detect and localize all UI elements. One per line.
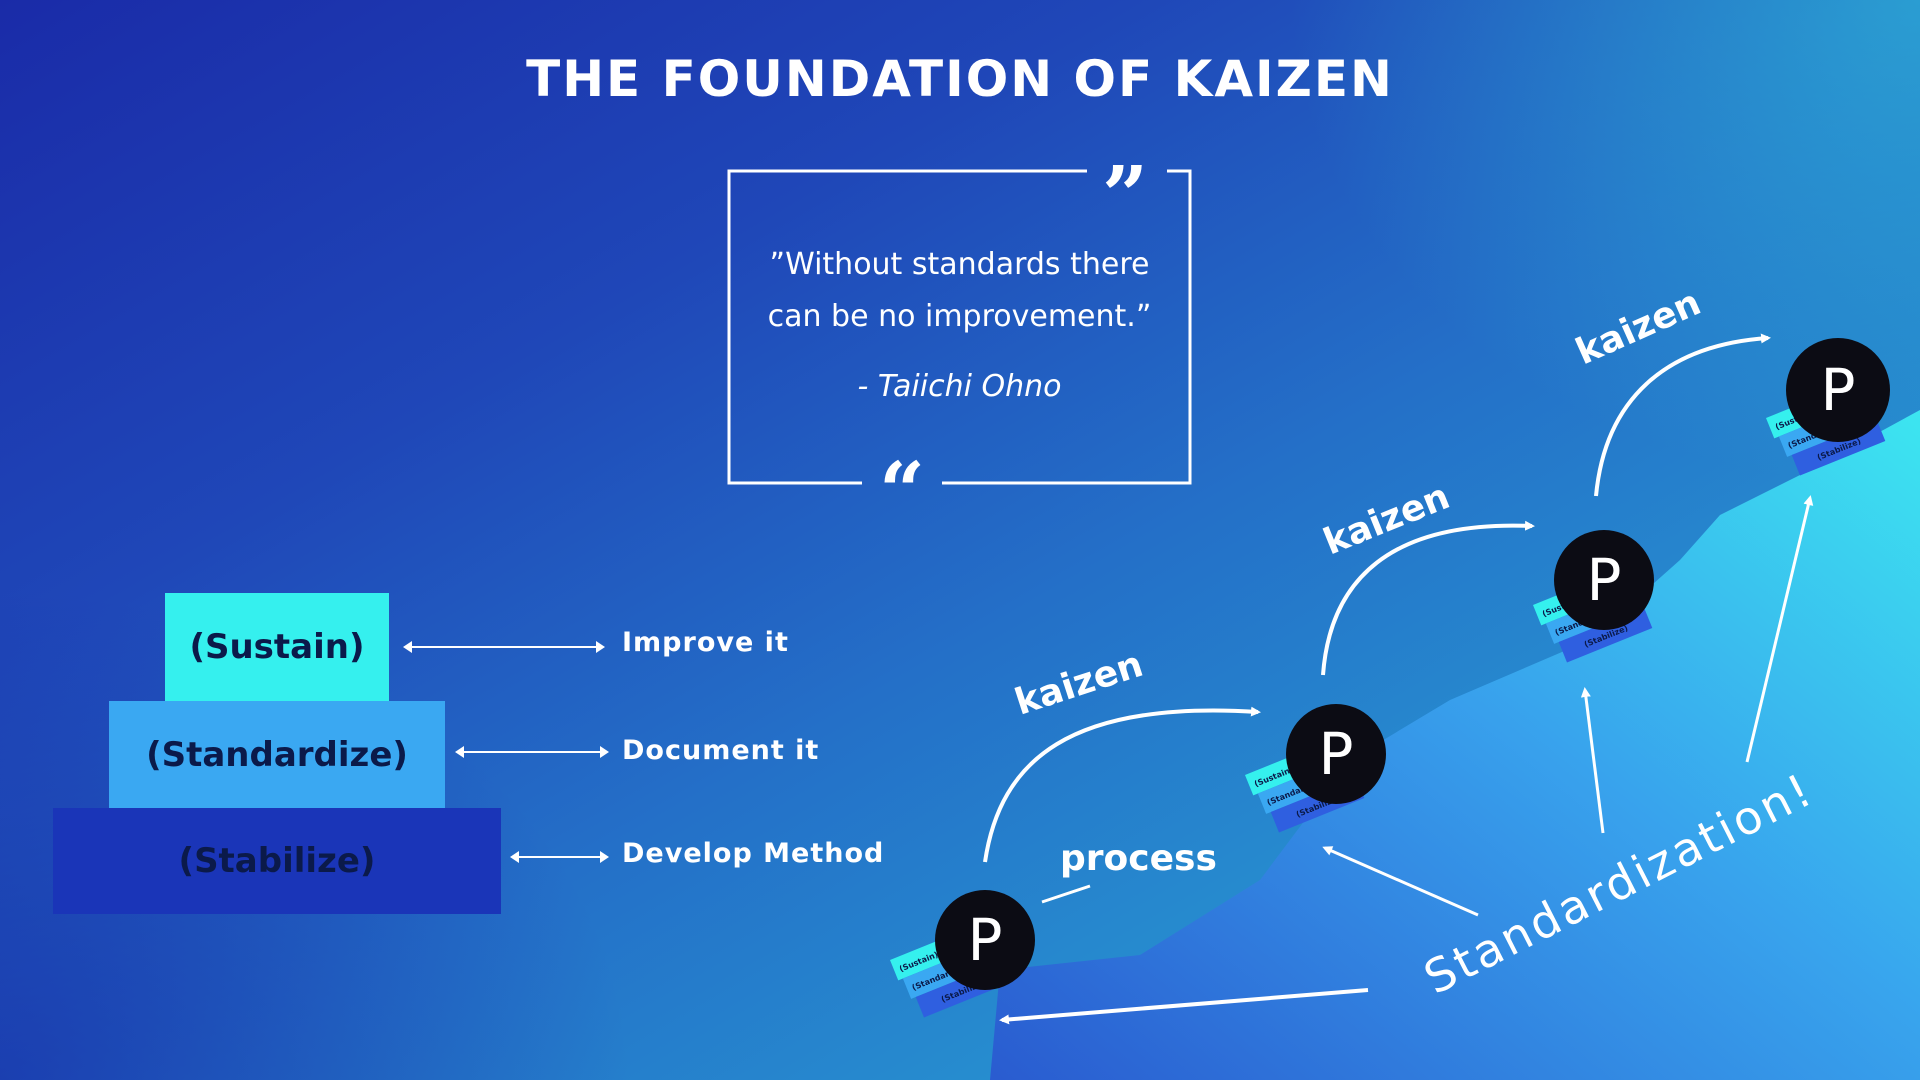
quote-box: ” “ ”Without standards there can be no i…	[727, 155, 1192, 531]
process-node-4: (Sustain)(Standardize)(Stabilize)P	[1766, 338, 1890, 476]
arrow-document	[455, 746, 609, 758]
quote-text: ”Without standards there can be no impro…	[727, 239, 1192, 343]
close-quote-icon: ”	[1102, 148, 1149, 242]
mini-stack-block	[890, 940, 947, 981]
process-symbol: P	[1587, 546, 1622, 614]
improvement-slope	[990, 410, 1920, 1080]
pyramid-level-stabilize: (Stabilize)	[53, 808, 501, 914]
kaizen-arc-1	[983, 706, 1261, 863]
process-ball	[1286, 704, 1386, 804]
process-ball	[1786, 338, 1890, 442]
process-symbol: P	[1319, 720, 1354, 788]
pyramid-level-standardize: (Standardize)	[109, 701, 445, 808]
quote-line-2: can be no improvement.”	[767, 299, 1152, 334]
kaizen-label-1: kaizen	[1010, 644, 1148, 724]
process-pointer	[1041, 884, 1091, 904]
pyramid-level-sustain: (Sustain)	[165, 593, 389, 701]
std-arrow-2	[1322, 846, 1479, 917]
label-improve-it: Improve it	[622, 627, 789, 658]
quote-line-1: ”Without standards there	[769, 247, 1150, 282]
quote-frame	[727, 169, 1192, 485]
process-node-2: (Sustain)(Standardize)(Stabilize)P	[1245, 704, 1386, 833]
std-arrow-1	[999, 988, 1369, 1025]
process-symbol: P	[968, 906, 1003, 974]
label-develop-method: Develop Method	[622, 838, 885, 869]
process-node-1: (Sustain)(Standardize)(Stabilize)P	[890, 890, 1035, 1018]
std-arrow-4	[1745, 495, 1814, 763]
process-label: process	[1060, 838, 1217, 879]
std-arrow-3	[1580, 687, 1605, 834]
kaizen-arc-2	[1321, 520, 1535, 676]
arrow-develop	[510, 851, 609, 863]
page-title: THE FOUNDATION OF KAIZEN	[526, 50, 1394, 108]
process-symbol: P	[1821, 356, 1856, 424]
process-ball	[1554, 530, 1654, 630]
kaizen-label-2: kaizen	[1318, 476, 1455, 563]
quote-author: - Taiichi Ohno	[857, 369, 1062, 404]
process-node-3: (Sustain)(Standardize)(Stabilize)P	[1533, 530, 1654, 663]
kaizen-arc-3	[1594, 333, 1771, 497]
open-quote-icon: “	[879, 444, 926, 538]
process-ball	[935, 890, 1035, 990]
label-document-it: Document it	[622, 735, 820, 766]
arrow-improve	[403, 641, 605, 653]
